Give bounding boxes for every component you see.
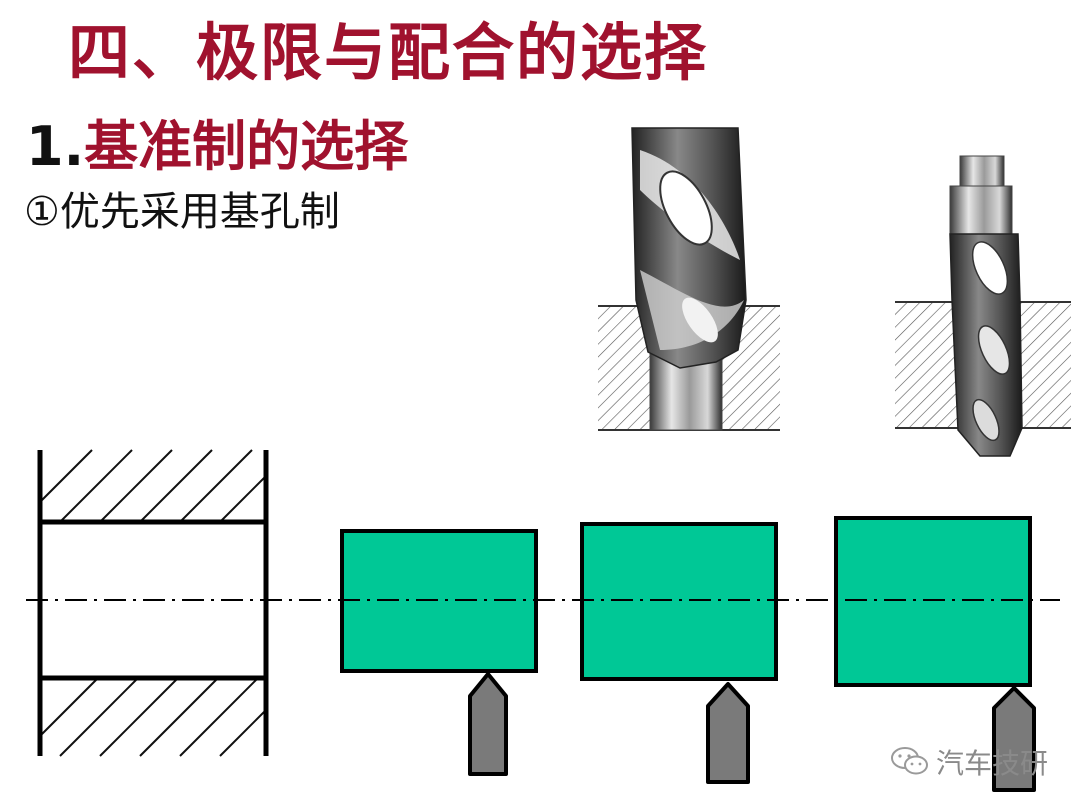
hole-cross-section <box>37 449 269 757</box>
bullet-point: ①优先采用基孔制 <box>24 189 340 235</box>
cutting-tool-2 <box>706 682 750 784</box>
cutting-tool-1 <box>468 672 508 776</box>
slide-title: 四、极限与配合的选择 <box>68 16 709 89</box>
drill-illustration-left <box>598 127 780 431</box>
wechat-icon <box>890 744 930 780</box>
drill-illustration-right <box>895 155 1071 457</box>
watermark: 汽车技研 <box>890 742 1048 782</box>
cutting-tool-3 <box>992 686 1036 792</box>
shaft-2 <box>580 522 778 681</box>
section-heading: 1.基准制的选择 <box>26 120 408 174</box>
section-number: 1. <box>26 115 85 178</box>
shaft-3 <box>834 516 1032 687</box>
watermark-label: 汽车技研 <box>936 747 1049 780</box>
section-heading-text: 基准制的选择 <box>84 115 409 178</box>
